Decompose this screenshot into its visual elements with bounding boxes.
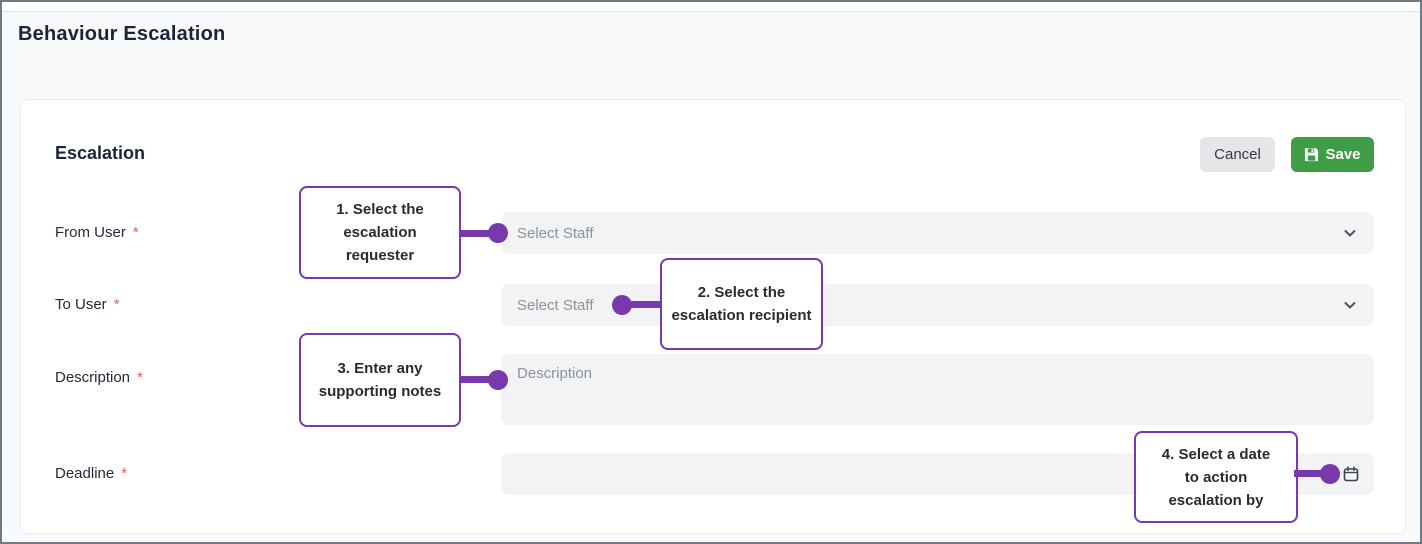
required-marker: *: [121, 465, 128, 482]
required-marker: *: [137, 369, 143, 386]
save-button[interactable]: Save: [1291, 137, 1374, 172]
description-label: Description *: [55, 369, 143, 386]
cancel-button[interactable]: Cancel: [1200, 137, 1275, 172]
callout-line: 3. Enter any: [337, 360, 423, 377]
callout-line: 1. Select the: [336, 201, 424, 218]
deadline-label: Deadline *: [55, 465, 127, 482]
callout-2-connector-line: [622, 301, 662, 308]
callout-line: escalation by: [1168, 491, 1264, 509]
required-marker: *: [113, 296, 120, 313]
floppy-disk-icon: [1305, 147, 1319, 162]
callout-line: requester: [345, 247, 415, 264]
callout-line: to action: [1184, 468, 1248, 486]
description-placeholder: Description: [517, 365, 593, 382]
callout-1-connector-line: [459, 230, 501, 237]
to-user-label: To User *: [55, 296, 120, 313]
callout-3-supporting-notes: 3. Enter any supporting notes: [299, 333, 461, 427]
callout-line: escalation recipient: [671, 307, 812, 324]
description-label-text: Description: [55, 369, 131, 386]
escalation-card: Escalation Cancel Save From User * Select…: [20, 99, 1406, 534]
callout-1-select-requester: 1. Select the escalation requester: [299, 186, 461, 279]
callout-3-pointer-dot: [488, 370, 508, 390]
chevron-down-icon: [1344, 230, 1356, 237]
save-button-label: Save: [1325, 146, 1361, 163]
callout-4-select-date: 4. Select a date to action escalation by: [1134, 431, 1298, 523]
to-user-placeholder: Select Staff: [517, 296, 594, 314]
callout-3-connector-line: [459, 376, 501, 383]
callout-2-select-recipient: 2. Select the escalation recipient: [660, 258, 823, 350]
top-strip: [2, 2, 1420, 12]
callout-2-pointer-dot: [612, 295, 632, 315]
required-marker: *: [132, 224, 139, 241]
from-user-label-text: From User: [55, 224, 126, 241]
from-user-label: From User *: [55, 224, 139, 241]
callout-line: 2. Select the: [697, 284, 786, 301]
callout-4-pointer-dot: [1320, 464, 1340, 484]
deadline-label-text: Deadline: [55, 465, 115, 482]
from-user-placeholder: Select Staff: [517, 224, 594, 242]
callout-line: 4. Select a date: [1161, 445, 1271, 463]
calendar-icon[interactable]: [1343, 466, 1359, 482]
callout-line: supporting notes: [318, 383, 442, 400]
to-user-label-text: To User: [55, 296, 107, 313]
chevron-down-icon: [1344, 302, 1356, 309]
description-textarea[interactable]: Description: [501, 354, 1374, 425]
callout-4-connector-line: [1294, 470, 1332, 477]
callout-1-pointer-dot: [488, 223, 508, 243]
page-title: Behaviour Escalation: [18, 23, 226, 45]
card-heading: Escalation: [55, 143, 146, 163]
from-user-select[interactable]: Select Staff: [501, 212, 1374, 254]
callout-line: escalation: [343, 224, 417, 241]
